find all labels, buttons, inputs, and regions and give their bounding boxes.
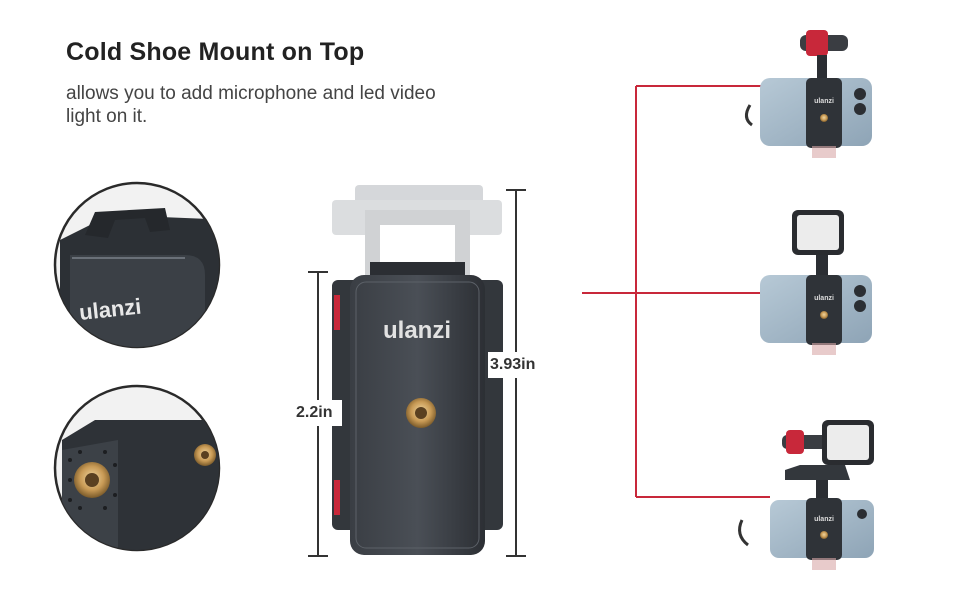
phone-mount: ulanzi xyxy=(332,185,503,555)
product-brand-logo: ulanzi xyxy=(383,317,451,344)
connector-lines xyxy=(582,85,770,498)
scenario-brand-logo: ulanzi xyxy=(814,98,834,105)
detail-view-bottom xyxy=(53,384,221,552)
scenario-microphone-and-led: ulanzi xyxy=(738,420,874,570)
detail-brand-hidden: ulanzi xyxy=(74,300,75,301)
dimension-small-label: 2.2in xyxy=(296,404,333,421)
svg-text:ulanzi: ulanzi xyxy=(814,516,834,523)
scenario-led-light: ulanzi xyxy=(760,210,872,355)
scenario-microphone: ulanzi xyxy=(745,30,872,158)
dimension-large-label: 3.93in xyxy=(490,356,536,373)
page-subtitle: allows you to add microphone and led vid… xyxy=(66,83,436,127)
svg-text:ulanzi: ulanzi xyxy=(814,295,834,302)
page-title: Cold Shoe Mount on Top xyxy=(66,38,365,66)
detail-view-top: ulanzi xyxy=(53,181,221,349)
